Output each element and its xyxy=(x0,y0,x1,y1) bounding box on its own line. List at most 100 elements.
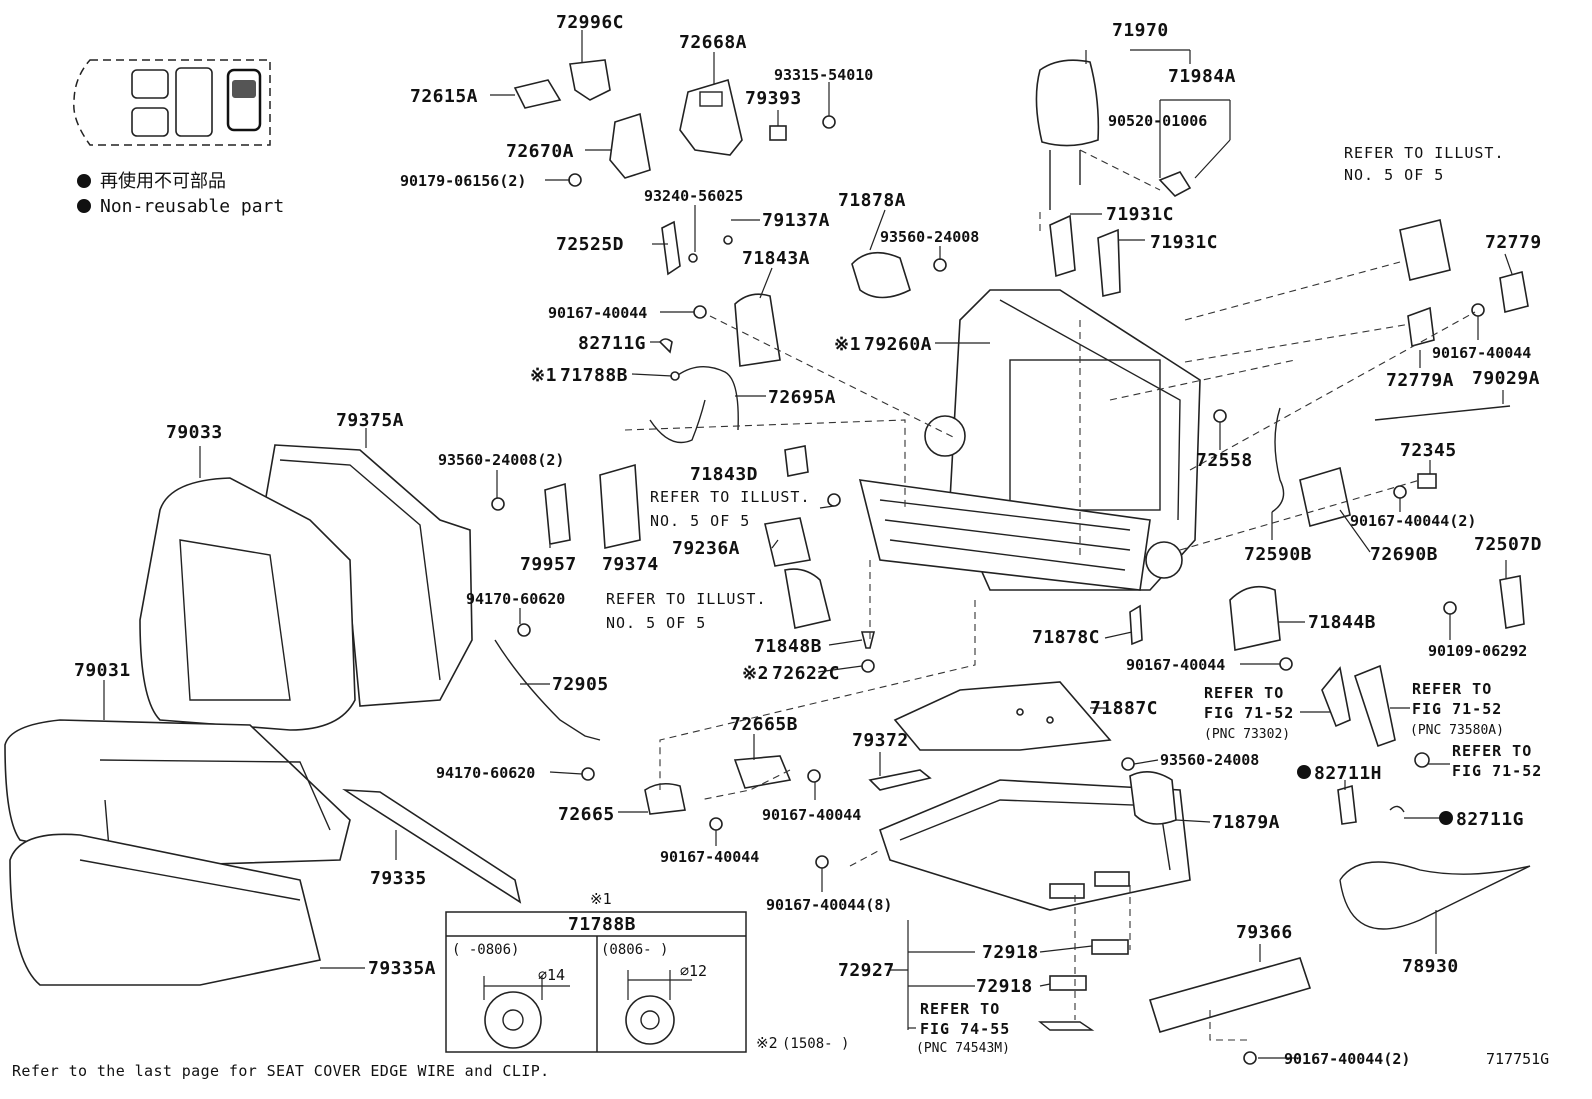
refer-illust-a-line1: REFER TO ILLUST. xyxy=(1344,144,1505,162)
label-90167-40044-2b: 90167-40044(2) xyxy=(1284,1050,1410,1068)
note2-mark-a: ※2 xyxy=(742,663,769,684)
note1-mark-b: ※1 xyxy=(834,334,861,355)
legend: 再使用不可部品 Non-reusable part xyxy=(77,171,284,217)
refer-fig-7455-line1: REFER TO xyxy=(920,1000,1000,1018)
label-71878C: 71878C xyxy=(1032,627,1100,648)
label-94170-60620-a: 94170-60620 xyxy=(466,590,565,608)
upper-left-parts xyxy=(513,59,947,444)
refer-fig-7152-b-line2: FIG 71-52 xyxy=(1412,700,1502,718)
label-79029A: 79029A xyxy=(1472,368,1540,389)
label-79375A: 79375A xyxy=(336,410,404,431)
label-72507D: 72507D xyxy=(1474,534,1542,555)
label-71788B: 71788B xyxy=(560,365,628,386)
label-72695A: 72695A xyxy=(768,387,836,408)
inset-note-mark: ※1 xyxy=(590,890,612,908)
seat-assemblies xyxy=(4,444,522,986)
label-82711H: 82711H xyxy=(1314,763,1382,784)
note2-mark-b: ※2 xyxy=(756,1034,778,1052)
label-71844B: 71844B xyxy=(1308,612,1376,633)
label-79366: 79366 xyxy=(1236,922,1293,943)
grommet-14-icon xyxy=(484,991,542,1049)
label-71878A: 71878A xyxy=(838,190,906,211)
label-93315-54010: 93315-54010 xyxy=(774,66,873,84)
label-72670A: 72670A xyxy=(506,141,574,162)
refer-fig-7152-c-line1: REFER TO xyxy=(1452,742,1532,760)
label-90167-40044-8: 90167-40044(8) xyxy=(766,896,892,914)
seatback-frame xyxy=(858,289,1201,591)
label-72905: 72905 xyxy=(552,674,609,695)
non-reusable-dot-icon xyxy=(1439,811,1453,825)
non-reusable-dot-icon xyxy=(1297,765,1311,779)
headrest-parts xyxy=(1035,59,1192,297)
refer-fig-7455-pnc: (PNC 74543M) xyxy=(916,1041,1010,1056)
label-93560-24008-2: 93560-24008(2) xyxy=(438,451,564,469)
label-79372: 79372 xyxy=(852,730,909,751)
label-82711G-a: 82711G xyxy=(578,333,646,354)
label-90167-40044-a: 90167-40044 xyxy=(548,304,647,322)
label-72665B: 72665B xyxy=(730,714,798,735)
refer-fig-7152-a-line2: FIG 71-52 xyxy=(1204,704,1294,722)
label-78930: 78930 xyxy=(1402,956,1459,977)
non-reusable-dot-icon xyxy=(77,174,91,188)
label-90167-40044-2a: 90167-40044(2) xyxy=(1350,512,1476,530)
right-side-parts xyxy=(1129,219,1529,768)
part-labels: 72996C 72615A 72668A 93315-54010 79393 7… xyxy=(74,12,1549,1068)
label-79374: 79374 xyxy=(602,554,659,575)
label-71848B: 71848B xyxy=(754,636,822,657)
label-79957: 79957 xyxy=(520,554,577,575)
label-72558: 72558 xyxy=(1196,450,1253,471)
label-71984A: 71984A xyxy=(1168,66,1236,87)
refer-illust-c-line2: NO. 5 OF 5 xyxy=(606,614,706,632)
label-71970: 71970 xyxy=(1112,20,1169,41)
label-72779A: 72779A xyxy=(1386,370,1454,391)
non-reusable-dot-icon xyxy=(77,199,91,213)
refer-fig-7455-line2: FIG 74-55 xyxy=(920,1020,1010,1038)
refer-fig-7152-b-line1: REFER TO xyxy=(1412,680,1492,698)
lower-center-parts xyxy=(491,445,1531,1065)
refer-fig-7152-a-line1: REFER TO xyxy=(1204,684,1284,702)
inset-71788B: ※1 71788B ( -0806) (0806- ) ⌀14 ⌀12 xyxy=(445,890,747,1053)
label-82711G-b: 82711G xyxy=(1456,809,1524,830)
legend-jp: 再使用不可部品 xyxy=(100,171,226,192)
label-72345: 72345 xyxy=(1400,440,1457,461)
label-72665: 72665 xyxy=(558,804,615,825)
reference-callouts: REFER TO ILLUST. NO. 5 OF 5 REFER TO ILL… xyxy=(606,144,1542,1056)
inset-col2-diameter: ⌀12 xyxy=(680,962,707,980)
note1-mark-a: ※1 xyxy=(530,365,557,386)
label-90167-40044-e: 90167-40044 xyxy=(660,848,759,866)
label-71879A: 71879A xyxy=(1212,812,1280,833)
grommet-12-icon xyxy=(625,995,675,1045)
label-72779: 72779 xyxy=(1485,232,1542,253)
label-90520-01006: 90520-01006 xyxy=(1108,112,1207,130)
label-90109-06292: 90109-06292 xyxy=(1428,642,1527,660)
refer-fig-7152-c-line2: FIG 71-52 xyxy=(1452,762,1542,780)
label-90167-40044-b: 90167-40044 xyxy=(1432,344,1531,362)
label-72690B: 72690B xyxy=(1370,544,1438,565)
label-72668A: 72668A xyxy=(679,32,747,53)
inset-col1-range: ( -0806) xyxy=(452,942,519,958)
label-93240-56025: 93240-56025 xyxy=(644,187,743,205)
label-72590B: 72590B xyxy=(1244,544,1312,565)
inset-title: 71788B xyxy=(568,914,636,935)
label-79393: 79393 xyxy=(745,88,802,109)
label-72622C: 72622C xyxy=(772,663,840,684)
refer-fig-7152-a-pnc: (PNC 73302) xyxy=(1204,727,1290,742)
label-93560-24008-b: 93560-24008 xyxy=(1160,751,1259,769)
label-71843A: 71843A xyxy=(742,248,810,269)
refer-illust-c-line1: REFER TO ILLUST. xyxy=(606,590,767,608)
leader-lines xyxy=(103,30,1513,1059)
label-72615A: 72615A xyxy=(410,86,478,107)
label-79335A: 79335A xyxy=(368,958,436,979)
label-90167-40044-c: 90167-40044 xyxy=(1126,656,1225,674)
inset-col2-range: (0806- ) xyxy=(601,942,668,958)
label-79031: 79031 xyxy=(74,660,131,681)
label-71931C-b: 71931C xyxy=(1150,232,1218,253)
refer-illust-a-line2: NO. 5 OF 5 xyxy=(1344,166,1444,184)
label-90179-06156: 90179-06156(2) xyxy=(400,172,526,190)
label-79236A: 79236A xyxy=(672,538,740,559)
label-90167-40044-d: 90167-40044 xyxy=(762,806,861,824)
label-72525D: 72525D xyxy=(556,234,624,255)
figure-id: 717751G xyxy=(1486,1050,1549,1068)
legend-en: Non-reusable part xyxy=(100,196,284,217)
